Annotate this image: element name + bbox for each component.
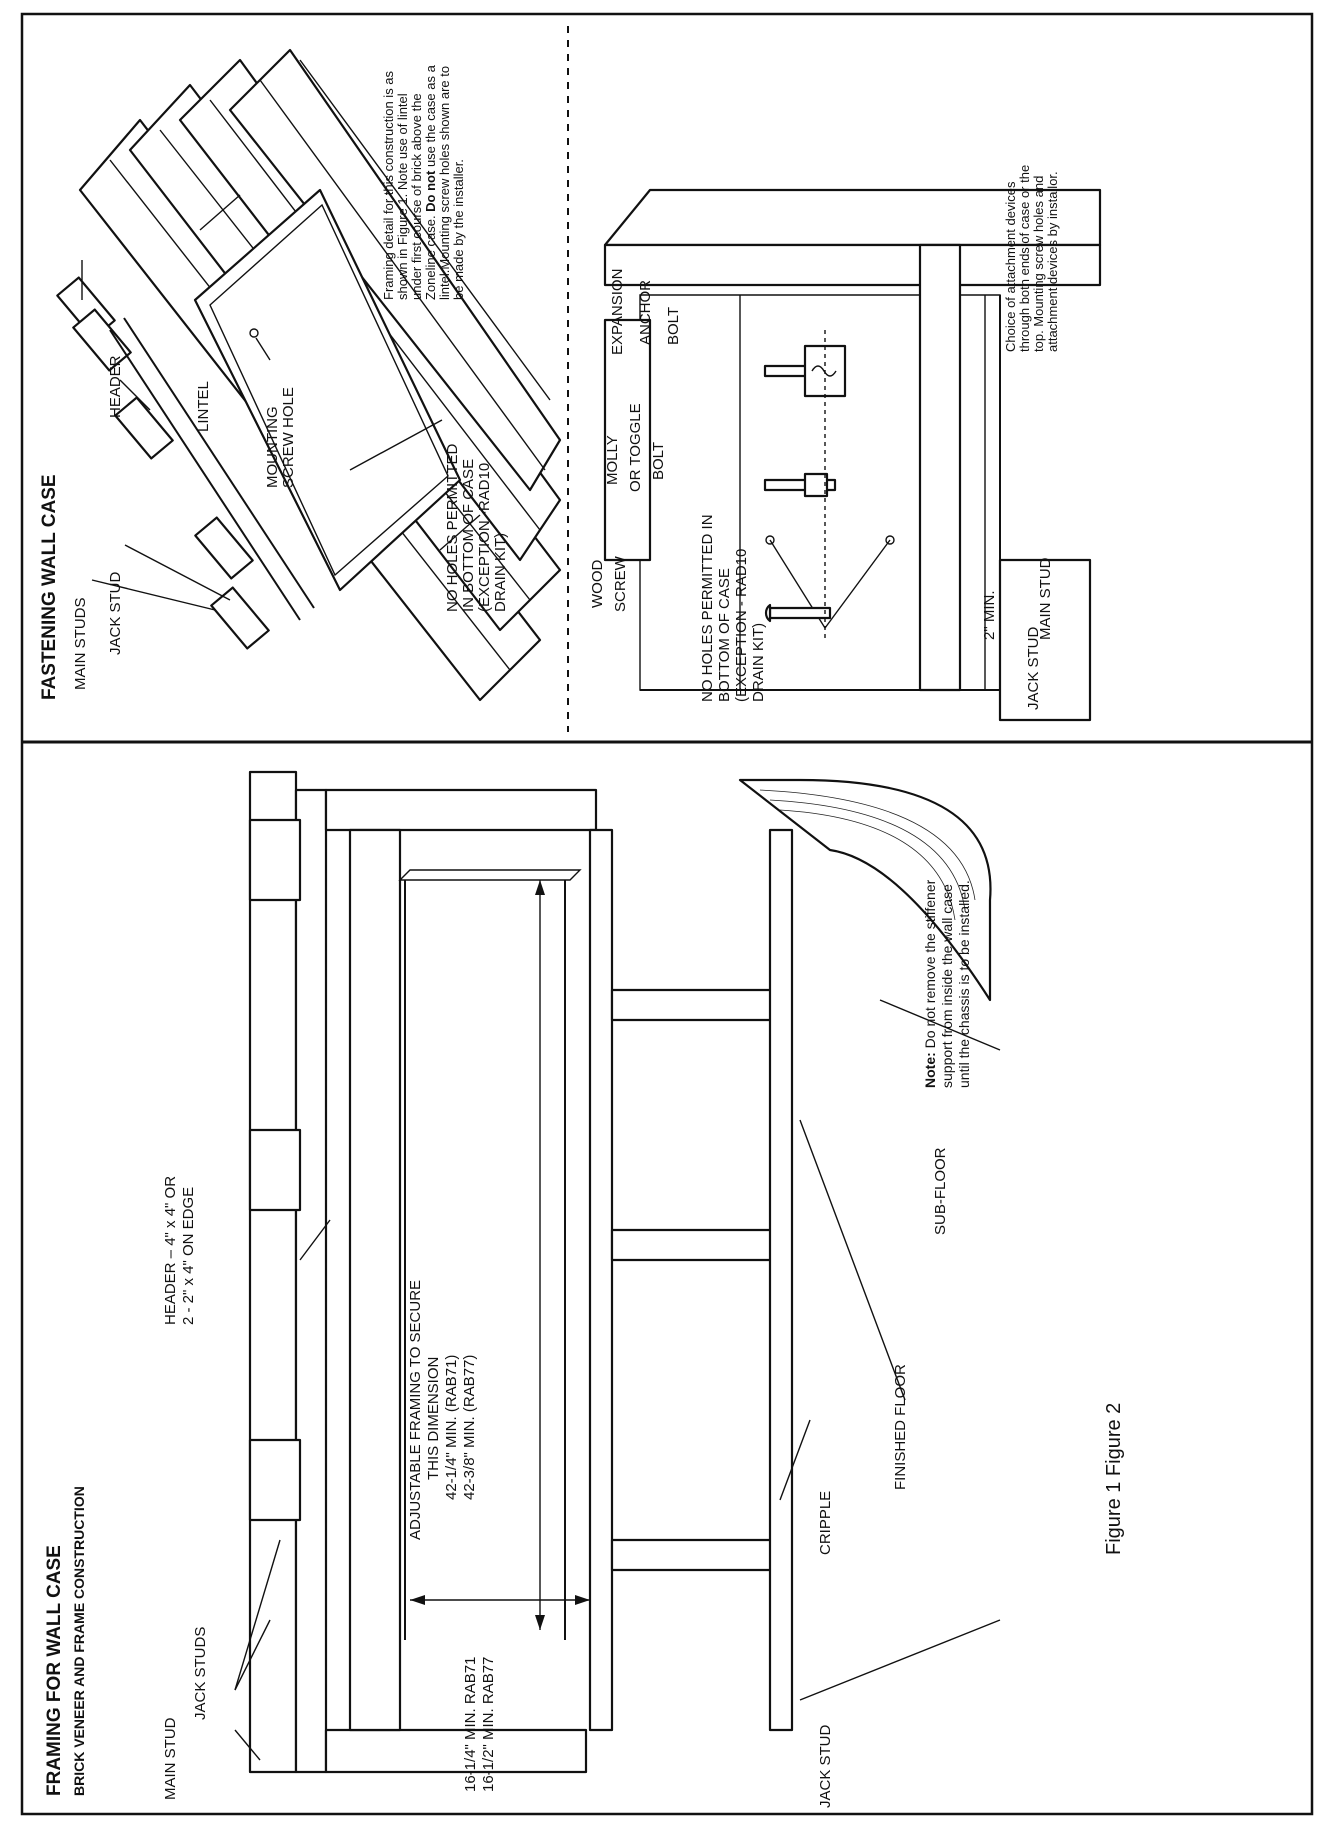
bottom-plate (768, 828, 794, 1732)
svg-text:OR TOGGLE: OR TOGGLE (627, 403, 644, 492)
svg-text:DRAIN KIT): DRAIN KIT) (750, 623, 767, 702)
label-no-holes-case: NO HOLES PERMITTED IN BOTTOM OF CASE (EX… (699, 514, 767, 702)
label-no-holes-2: IN BOTTOM OF CASE (460, 459, 477, 612)
svg-text:support from inside the wall c: support from inside the wall case (939, 884, 955, 1088)
label-no-holes-3: (EXCEPTION -RAD10 (476, 463, 493, 612)
label-jack-stud-fig2: JACK STUD (1025, 626, 1042, 710)
framing-title-group: FRAMING FOR WALL CASE BRICK VENEER AND F… (44, 1486, 87, 1796)
label-no-holes-1: NO HOLES PERMITTED (444, 443, 461, 612)
svg-text:BOLT: BOLT (665, 307, 682, 345)
svg-text:lintel.Mounting screw holes sh: lintel.Mounting screw holes shown are to (437, 66, 452, 300)
header-block-1 (248, 1438, 302, 1522)
svg-text:Framing detail for this constr: Framing detail for this construction is … (381, 70, 396, 300)
svg-text:Note: Do not remove the stiffe: Note: Do not remove the stiffener (922, 879, 938, 1088)
header-beam (348, 828, 402, 1732)
svg-text:Zoneline case. Do not use the: Zoneline case. Do not use the case as a (423, 64, 438, 300)
svg-text:THIS DIMENSION: THIS DIMENSION (425, 1357, 442, 1480)
svg-text:BOTTOM OF CASE: BOTTOM OF CASE (716, 568, 733, 702)
framing-note: Framing detail for this construction is … (381, 64, 466, 300)
label-header: HEADER (107, 355, 124, 418)
case-opening (193, 188, 462, 592)
mounting-screw-hole (249, 328, 259, 338)
stiffener-note: Note: Do not remove the stiffener suppor… (922, 879, 972, 1088)
svg-text:Choice of attachment devices: Choice of attachment devices (1003, 181, 1018, 352)
molly-bolt-icon (763, 472, 837, 498)
svg-text:until the chassis is to be ins: until the chassis is to be installed. (956, 880, 972, 1088)
svg-text:shown in Figure 1. Note use of: shown in Figure 1. Note use of lintel (395, 93, 410, 300)
svg-text:SCREW: SCREW (612, 555, 629, 612)
label-main-studs: MAIN STUDS (72, 597, 89, 690)
framing-drawing (234, 770, 1001, 1774)
svg-text:42-1/4" MIN. (RAB71): 42-1/4" MIN. (RAB71) (443, 1355, 460, 1500)
framing-title: FRAMING FOR WALL CASE (44, 1545, 65, 1796)
figure-1-title-group: FASTENING WALL CASE (39, 474, 60, 700)
svg-text:16-1/4" MIN. RAB71: 16-1/4" MIN. RAB71 (462, 1657, 479, 1792)
figure-caption: Figure 1 Figure 2 (1103, 1403, 1125, 1555)
label-jack-stud: JACK STUD (817, 1724, 834, 1808)
label-mounting-2: SCREW HOLE (280, 387, 297, 488)
fasten-title: FASTENING WALL CASE (39, 474, 60, 700)
label-header-1: HEADER – 4" x 4" OR (162, 1176, 179, 1325)
svg-text:42-3/8" MIN. (RAB77): 42-3/8" MIN. (RAB77) (461, 1355, 478, 1500)
label-cripple: CRIPPLE (817, 1491, 834, 1555)
label-wood-screw: WOOD (589, 560, 606, 608)
figure-1-brick-drawing (56, 48, 562, 702)
label-two-min: 2" MIN. (981, 591, 998, 641)
svg-text:ANCHOR: ANCHOR (637, 280, 654, 345)
main-stud-beam (248, 770, 298, 1774)
sill-beam (588, 828, 614, 1732)
wood-screw-icon (764, 603, 832, 623)
label-lintel: LINTEL (195, 381, 212, 432)
page-border (20, 12, 1314, 1816)
svg-text:BOLT: BOLT (650, 442, 667, 480)
label-jack-stud-top: JACK STUD (107, 571, 124, 655)
svg-text:ADJUSTABLE FRAMING TO SECURE: ADJUSTABLE FRAMING TO SECURE (407, 1280, 424, 1540)
leader-main-studs (91, 579, 216, 611)
label-main-stud-fig2: MAIN STUD (1037, 557, 1054, 640)
adjustable-label: ADJUSTABLE FRAMING TO SECURE THIS DIMENS… (407, 1280, 478, 1540)
figure-2-case-drawing (603, 188, 1102, 722)
svg-text:top. Mounting screw holes and: top. Mounting screw holes and (1031, 176, 1046, 352)
framing-subtitle: BRICK VENEER AND FRAME CONSTRUCTION (71, 1486, 87, 1796)
svg-text:through both ends of case or t: through both ends of case or the (1017, 165, 1032, 352)
label-finished-floor: FINISHED FLOOR (892, 1364, 909, 1490)
label-main-stud: MAIN STUD (162, 1717, 179, 1800)
svg-text:NO HOLES PERMITTED IN: NO HOLES PERMITTED IN (699, 514, 716, 702)
label-expansion-1: EXPANSION (609, 269, 626, 355)
sub-floor (738, 778, 992, 1002)
svg-text:(EXCEPTION - RAD10: (EXCEPTION - RAD10 (733, 549, 750, 702)
svg-text:16-1/2" MIN. RAB77: 16-1/2" MIN. RAB77 (480, 1657, 497, 1792)
label-mounting-1: MOUNTING (264, 406, 281, 488)
label-sub-floor: SUB-FLOOR (932, 1147, 949, 1235)
choice-note: Choice of attachment devices through bot… (1003, 165, 1060, 352)
label-no-holes-4: DRAIN KIT) (492, 533, 509, 612)
label-jack-studs: JACK STUDS (192, 1627, 209, 1720)
height-label: 16-1/4" MIN. RAB71 16-1/2" MIN. RAB77 (462, 1657, 497, 1792)
svg-text:attachment devices by installo: attachment devices by installor. (1045, 171, 1060, 352)
expansion-anchor-icon (763, 344, 847, 398)
label-header-2: 2 - 2" x 4" ON EDGE (180, 1187, 197, 1325)
svg-text:under first course of brick ab: under first course of brick above the (409, 93, 424, 300)
label-molly: MOLLY (604, 435, 621, 485)
svg-text:be made by the installer.: be made by the installer. (451, 159, 466, 300)
right-stud-block (998, 558, 1092, 722)
left-stud-block (603, 318, 652, 562)
